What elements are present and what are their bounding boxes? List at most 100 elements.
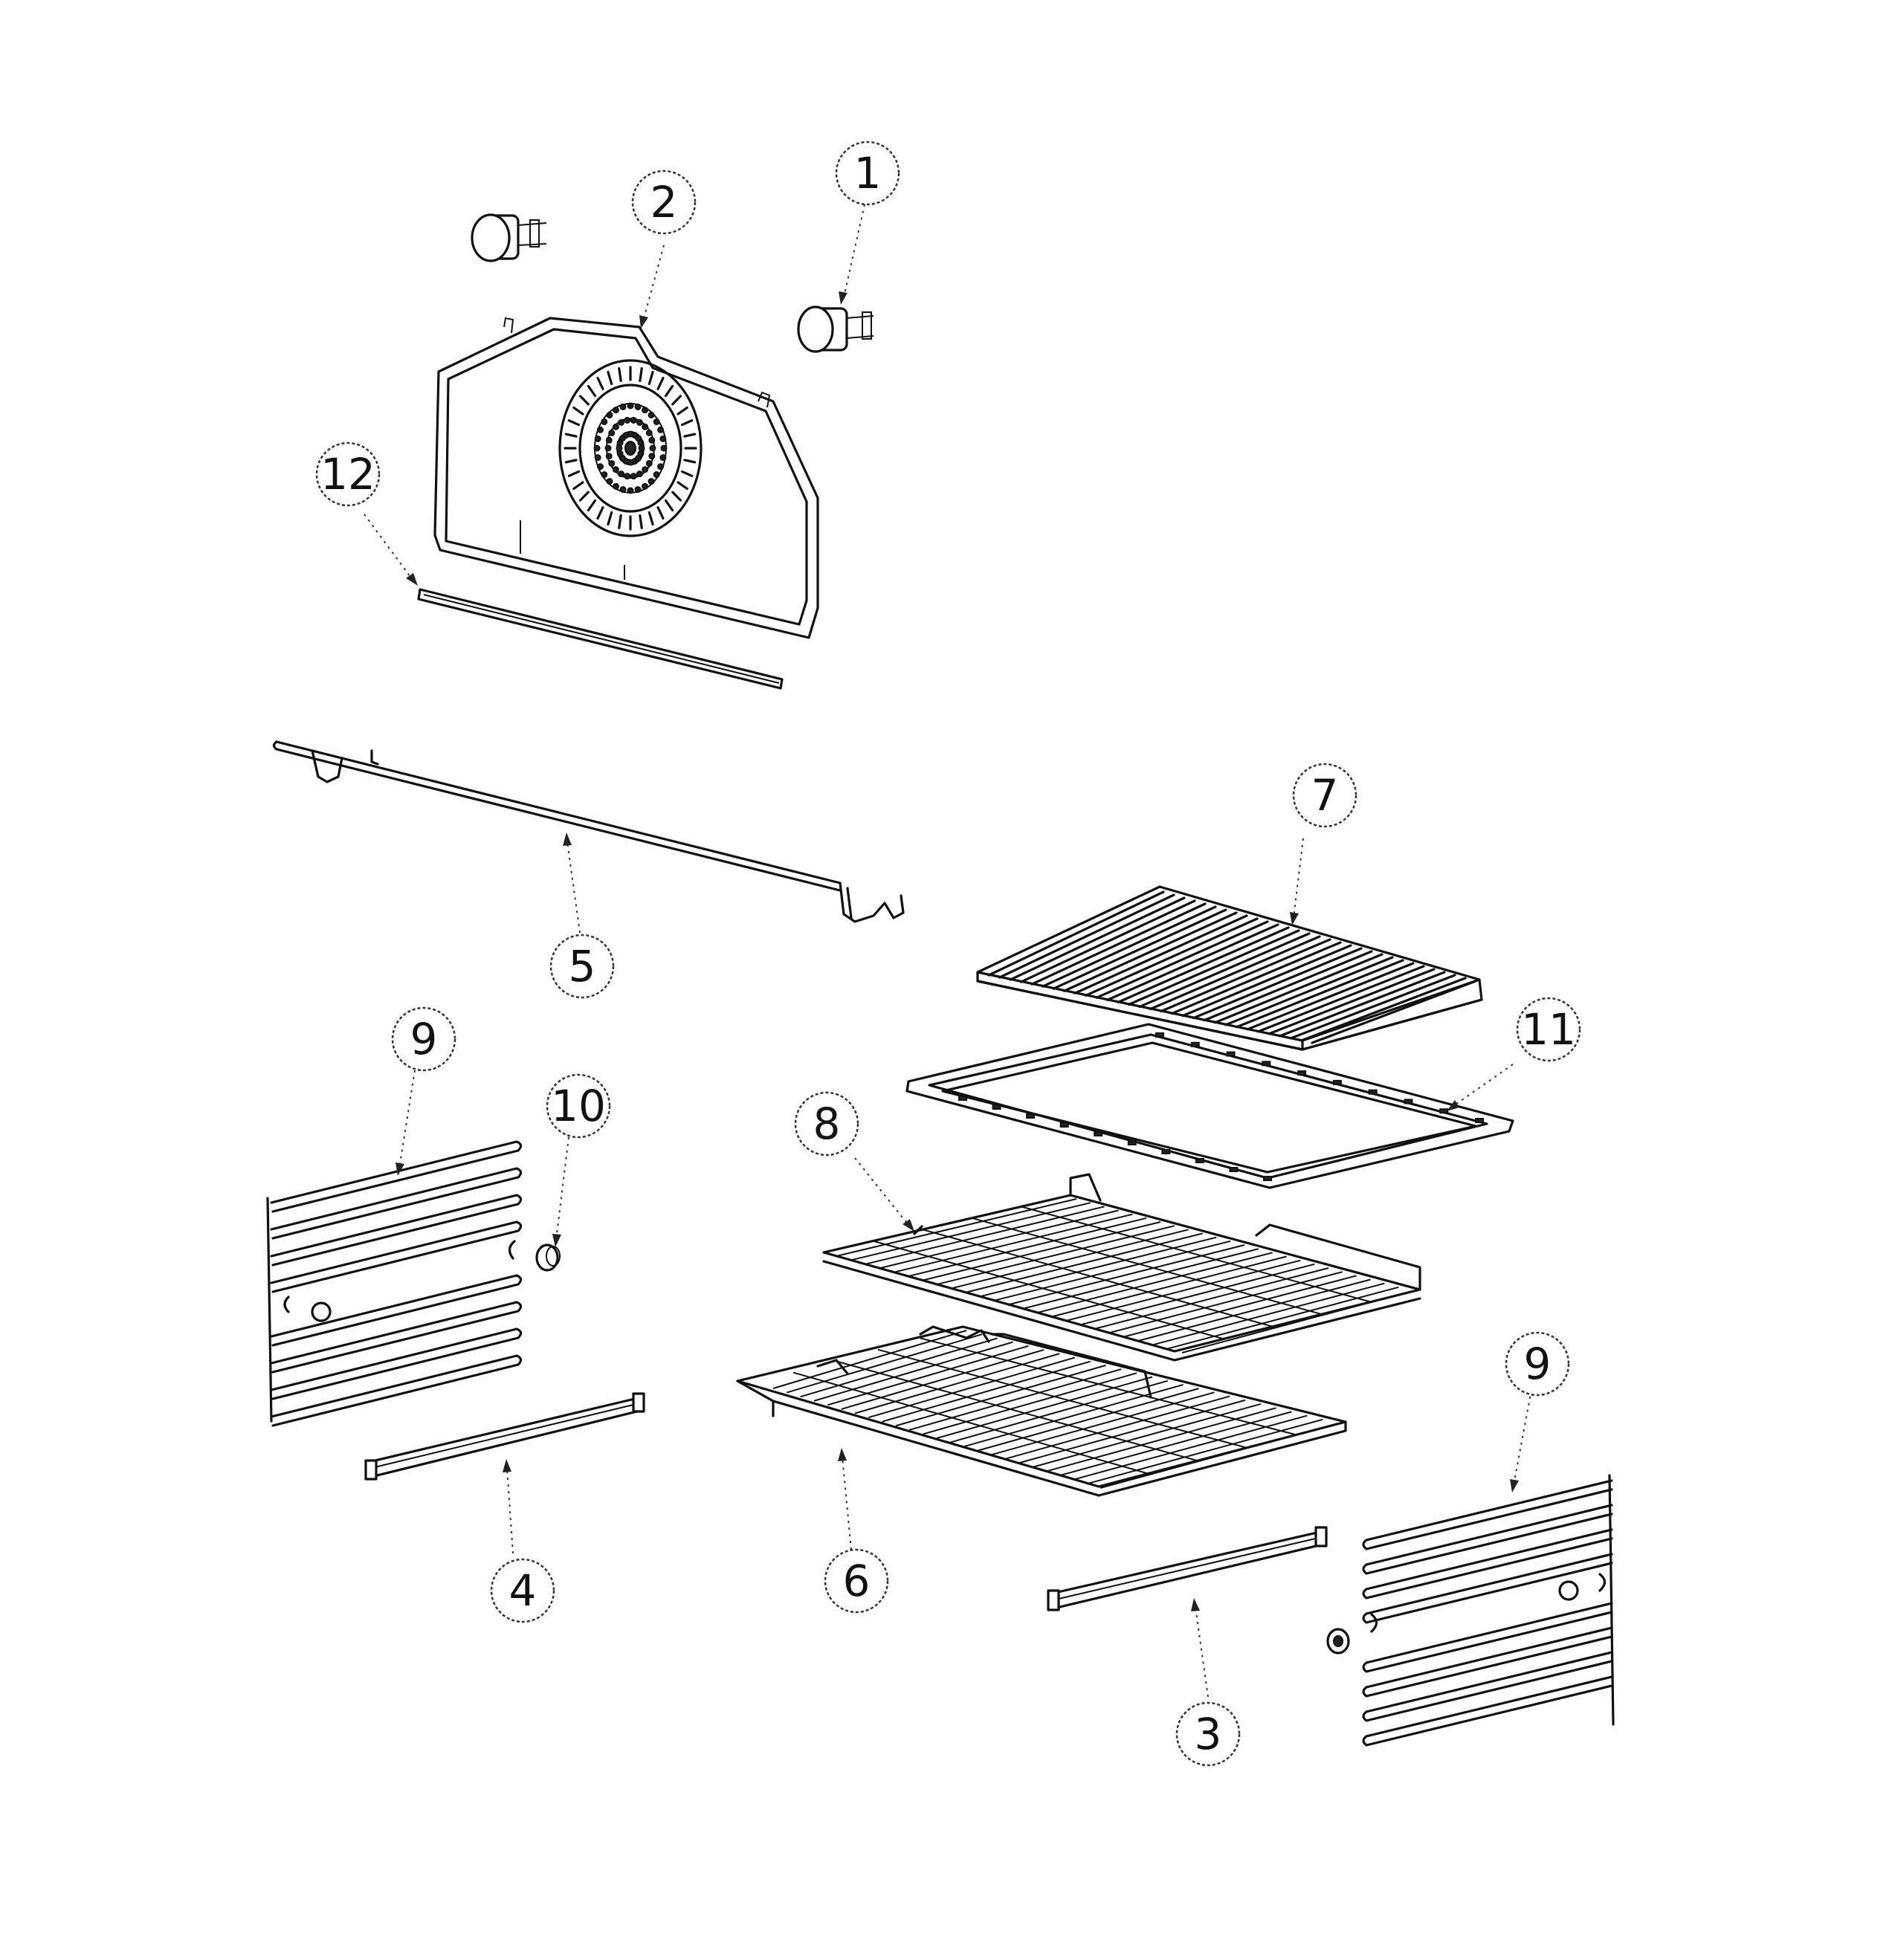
grill-bar [1170,941,1342,1015]
shelf-wire [1124,1275,1357,1338]
callout-11: 11 [1516,997,1581,1062]
grill-bar [1246,962,1415,1031]
grille-slot [572,481,584,491]
grille-slot [680,419,694,427]
shelf-wire [991,1391,1215,1456]
shelf-wire [836,1198,1077,1257]
rack-rail [270,1354,523,1427]
shelf-wire [1004,1395,1230,1460]
part-knob-left [471,213,547,262]
callout-4: 4 [490,1558,555,1623]
callout-7: 7 [1292,763,1357,828]
grille-slot [656,506,665,520]
grille-slot [607,370,613,386]
grille-hole [634,403,642,410]
callout-10: 10 [546,1073,611,1139]
part-side-rack-left [266,1140,523,1427]
grille-hole [608,460,616,468]
callout-label-8: 8 [813,1099,841,1149]
grille-hole [606,478,613,485]
part-grill-rack [976,885,1483,1051]
grille-hole [612,466,619,473]
shelf-crosswire [877,1348,1247,1449]
shelf-wire [1167,1286,1399,1350]
grille-slot [683,433,697,438]
grill-bar [1192,947,1363,1020]
grille-hole [624,416,631,424]
grille-hole [616,444,623,452]
shelf-crosswire [835,1360,1198,1462]
tray-rim-mark [1368,1089,1378,1095]
part-back-panel-fan-cover [433,317,819,639]
callout-label-12: 12 [320,449,375,499]
callout-12: 12 [315,442,381,507]
tray-rim-mark [1332,1079,1342,1085]
grille-hole [637,439,645,447]
grille-slot [639,367,643,382]
grill-bar [1289,974,1456,1040]
grille-hole [638,444,645,452]
shelf-crosswire [922,1229,1273,1327]
shelf-crosswire [873,1240,1224,1340]
callout-label-4: 4 [509,1565,537,1616]
grille-hole [619,486,627,494]
tray-rim-mark [1475,1118,1484,1123]
grill-bar [1041,905,1217,988]
grill-bar [1278,971,1446,1038]
grille-hole [645,429,653,436]
grille-hole [657,426,665,433]
shelf-wire [841,1349,1045,1410]
grille-slot [648,370,654,386]
rack-rail [1362,1528,1613,1600]
grille-slot [648,511,654,526]
part-bolt [535,1243,561,1272]
shelf-wire [980,1236,1217,1298]
shelf-wire [827,1345,1029,1406]
grille-hole [659,454,667,462]
grill-bar [1084,917,1259,997]
shelf-wire [865,1206,1105,1265]
tray-rim-mark [1229,1167,1239,1172]
shelf-wire [923,1372,1137,1435]
grille-hole [634,486,642,494]
shelf-wire [1045,1407,1276,1472]
grille-hole [604,444,612,452]
grille-slot [564,459,578,464]
shelf-wire [936,1376,1153,1439]
callout-label-3: 3 [1195,1709,1222,1759]
grille-hole [601,471,608,479]
grill-bar [1138,932,1311,1009]
grille-hole [608,429,616,436]
tray-rim-mark [1297,1070,1307,1076]
grille-hole [612,482,619,490]
grille-hole [660,444,668,452]
grille-hole [636,470,643,478]
shelf-crosswire [1021,1206,1372,1303]
shelf-wire [1100,1423,1339,1489]
shelf-wire [1152,1282,1385,1346]
grill-bar [1052,908,1227,990]
tray-rim-mark [958,1096,967,1101]
callout-3: 3 [1175,1701,1241,1767]
shelf-wire [895,1364,1106,1427]
grille-slot [587,499,597,512]
shelf-wire [1023,1248,1259,1310]
shelf-wire [937,1225,1175,1285]
grille-hole [636,418,643,426]
shelf-wire [1009,1244,1245,1305]
grille-slot [587,384,597,398]
grille-hole [657,463,665,470]
grill-bar [1009,896,1186,981]
grille-hole [616,450,624,457]
rack-rail [270,1194,523,1267]
shelf-crosswire [971,1217,1323,1316]
callout-label-7: 7 [1311,770,1339,821]
grill-bar [1256,965,1425,1033]
callout-label-5: 5 [569,941,596,992]
callout-9-right: 9 [1505,1331,1570,1397]
leader-lines [364,204,1532,1698]
grille-hole [630,416,637,424]
callout-2: 2 [631,169,697,235]
shelf-wire [1052,1255,1287,1318]
grill-bar [1299,977,1467,1042]
